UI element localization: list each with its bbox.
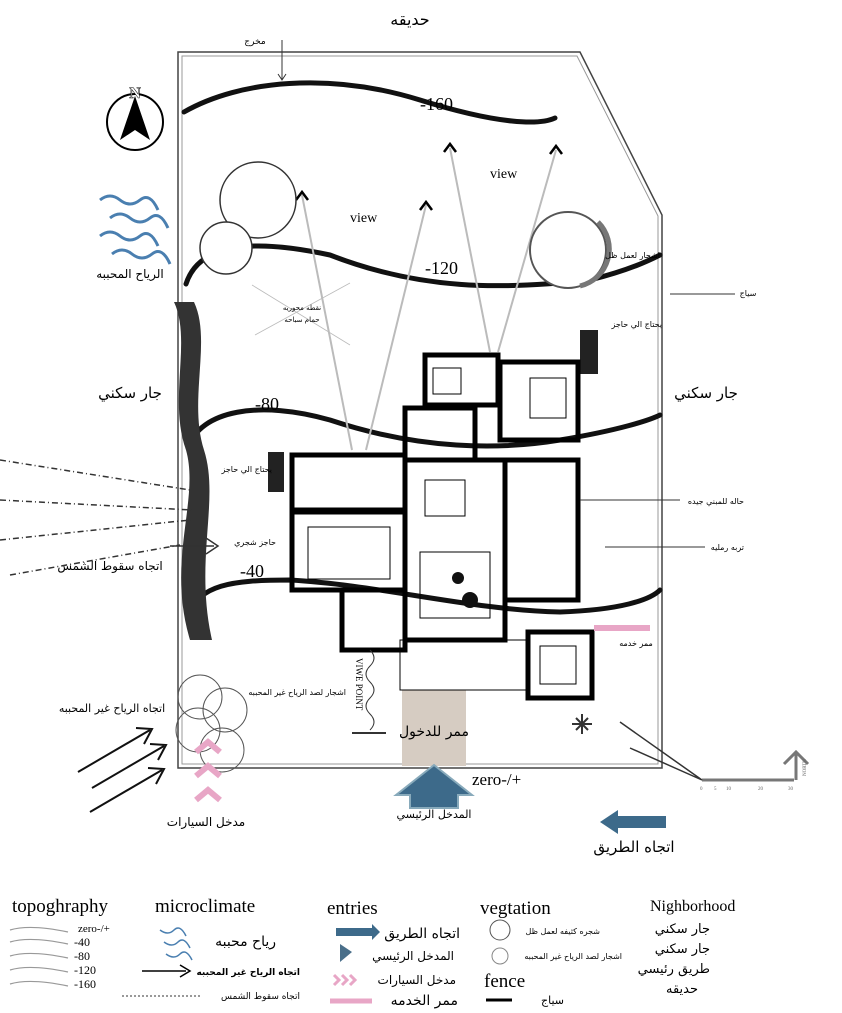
legend-title-microclimate: microclimate: [155, 896, 255, 917]
legend-item: اتجاه سقوط الشمس: [221, 992, 300, 1002]
legend-title-neighborhood: Nighborhood: [650, 898, 735, 915]
scale-tick: 20: [758, 787, 764, 792]
legend-item: سياج: [541, 994, 564, 1007]
scale-tick: 5: [714, 787, 717, 792]
legend-item: اشجار لصد الرياح غير المحببه: [524, 952, 622, 961]
contour-80: [185, 407, 663, 451]
unfavorable-wind-label: اتجاه الرياح غير المحببه: [59, 702, 165, 715]
road-direction-arrow: [600, 810, 666, 834]
legend-item: شجره كثيفه لعمل ظل: [526, 927, 601, 936]
main-entrance-label: المدخل الرئيسي: [396, 808, 471, 821]
road-direction-label: اتجاه الطريق: [593, 838, 674, 856]
favorable-wind-icon: [99, 194, 172, 265]
view-label: view: [350, 211, 378, 226]
legend-title-fence: fence: [484, 971, 525, 992]
scale-tick: 0: [700, 787, 703, 792]
view-point-label: VIWE POINT: [354, 658, 364, 711]
sandy-soil-label: تربه رمليه: [711, 543, 744, 552]
favorable-wind-label: الرياح المحببه: [96, 267, 164, 282]
legend-item: جار سكني: [655, 942, 710, 957]
legend-title-topography: topoghraphy: [12, 896, 109, 917]
contour-label-160: -160: [420, 94, 453, 114]
top-neighbor-label: حديقه: [390, 10, 429, 29]
legend-item: رياح محببه: [215, 934, 276, 950]
car-entrance-label: مدخل السيارات: [167, 815, 245, 830]
legend-item: ممر الخدمه: [391, 993, 458, 1009]
sun-direction-lines: [0, 459, 193, 576]
main-entrance-icon: [393, 763, 475, 809]
entry-path: [402, 690, 466, 766]
legend-item: حديقه: [666, 982, 698, 997]
tree-barrier-hedge: [174, 302, 212, 640]
pool-focal-label: نقطه محوريه: [283, 304, 321, 312]
contour-40: [185, 577, 663, 618]
legend-item: -40: [74, 935, 90, 949]
pool-focal-label: حمام سباحه: [284, 316, 319, 324]
left-neighbor-label: جار سكني: [98, 384, 162, 403]
good-building-label: حاله للمبني جيده: [688, 497, 744, 506]
legend-item: zero-/+: [78, 923, 110, 935]
contour-160: [181, 80, 558, 125]
shade-tree-icon: [199, 161, 612, 289]
legend-item: المدخل الرئيسي: [372, 949, 454, 964]
north-arrow-icon: N: [106, 85, 164, 151]
legend-item: جار سكني: [655, 922, 710, 937]
legend-item: -120: [74, 963, 96, 977]
site-fence: [177, 51, 663, 769]
needs-barrier-right-label: يحتاج الي حاجز: [610, 320, 662, 329]
svg-text:N: N: [129, 85, 141, 102]
service-path-label: ممر خدمه: [619, 639, 653, 648]
tree-barrier-label: حاجز شجري: [234, 538, 276, 547]
legend: topoghraphy zero-/+ -40 -80 -120 -160 mi…: [9, 896, 735, 1009]
entry-path-label: ممر للدخول: [399, 724, 469, 740]
view-lines: [295, 141, 563, 451]
car-entrance-icon: [194, 738, 222, 803]
legend-item: -80: [74, 949, 90, 963]
legend-item: مدخل السيارات: [378, 973, 456, 988]
exit-label: مخرج: [244, 37, 266, 47]
legend-item: طريق رئيسي: [638, 962, 710, 977]
view-label: view: [490, 167, 518, 182]
barrier-hedge-left: [268, 452, 284, 492]
house-floor-plan: [289, 352, 595, 701]
barrier-hedge-right: [580, 330, 598, 374]
contour-label-40: -40: [240, 561, 264, 581]
wind-block-trees-icon: [175, 674, 248, 773]
needs-barrier-left-label: يحتاج الي حاجز: [220, 465, 272, 474]
unfavorable-wind-arrows: [77, 727, 168, 813]
fence-note-label: سياج: [740, 289, 757, 298]
legend-item: -160: [74, 977, 96, 991]
scale-north: NORTH: [803, 759, 808, 776]
legend-title-vegetation: vegtation: [480, 898, 551, 919]
legend-item: اتجاه الرياح غير المحببه: [196, 968, 300, 978]
shade-trees-label: اشجار لعمل ظل: [605, 251, 660, 260]
right-neighbor-label: جار سكني: [674, 384, 738, 403]
scale-tick: 30: [788, 787, 794, 792]
wind-block-trees-label: اشجار لصد الرياح غير المحببه: [248, 688, 346, 697]
legend-title-entries: entries: [327, 898, 378, 919]
scale-bar: [572, 714, 810, 782]
contour-label-80: -80: [255, 394, 279, 414]
scale-tick: 10: [726, 787, 732, 792]
contour-label-120: -120: [425, 258, 458, 278]
sun-direction-label: اتجاه سقوط الشمس: [57, 559, 162, 574]
zero-label: zero-/+: [472, 770, 521, 789]
legend-item: اتجاه الطريق: [384, 926, 460, 942]
